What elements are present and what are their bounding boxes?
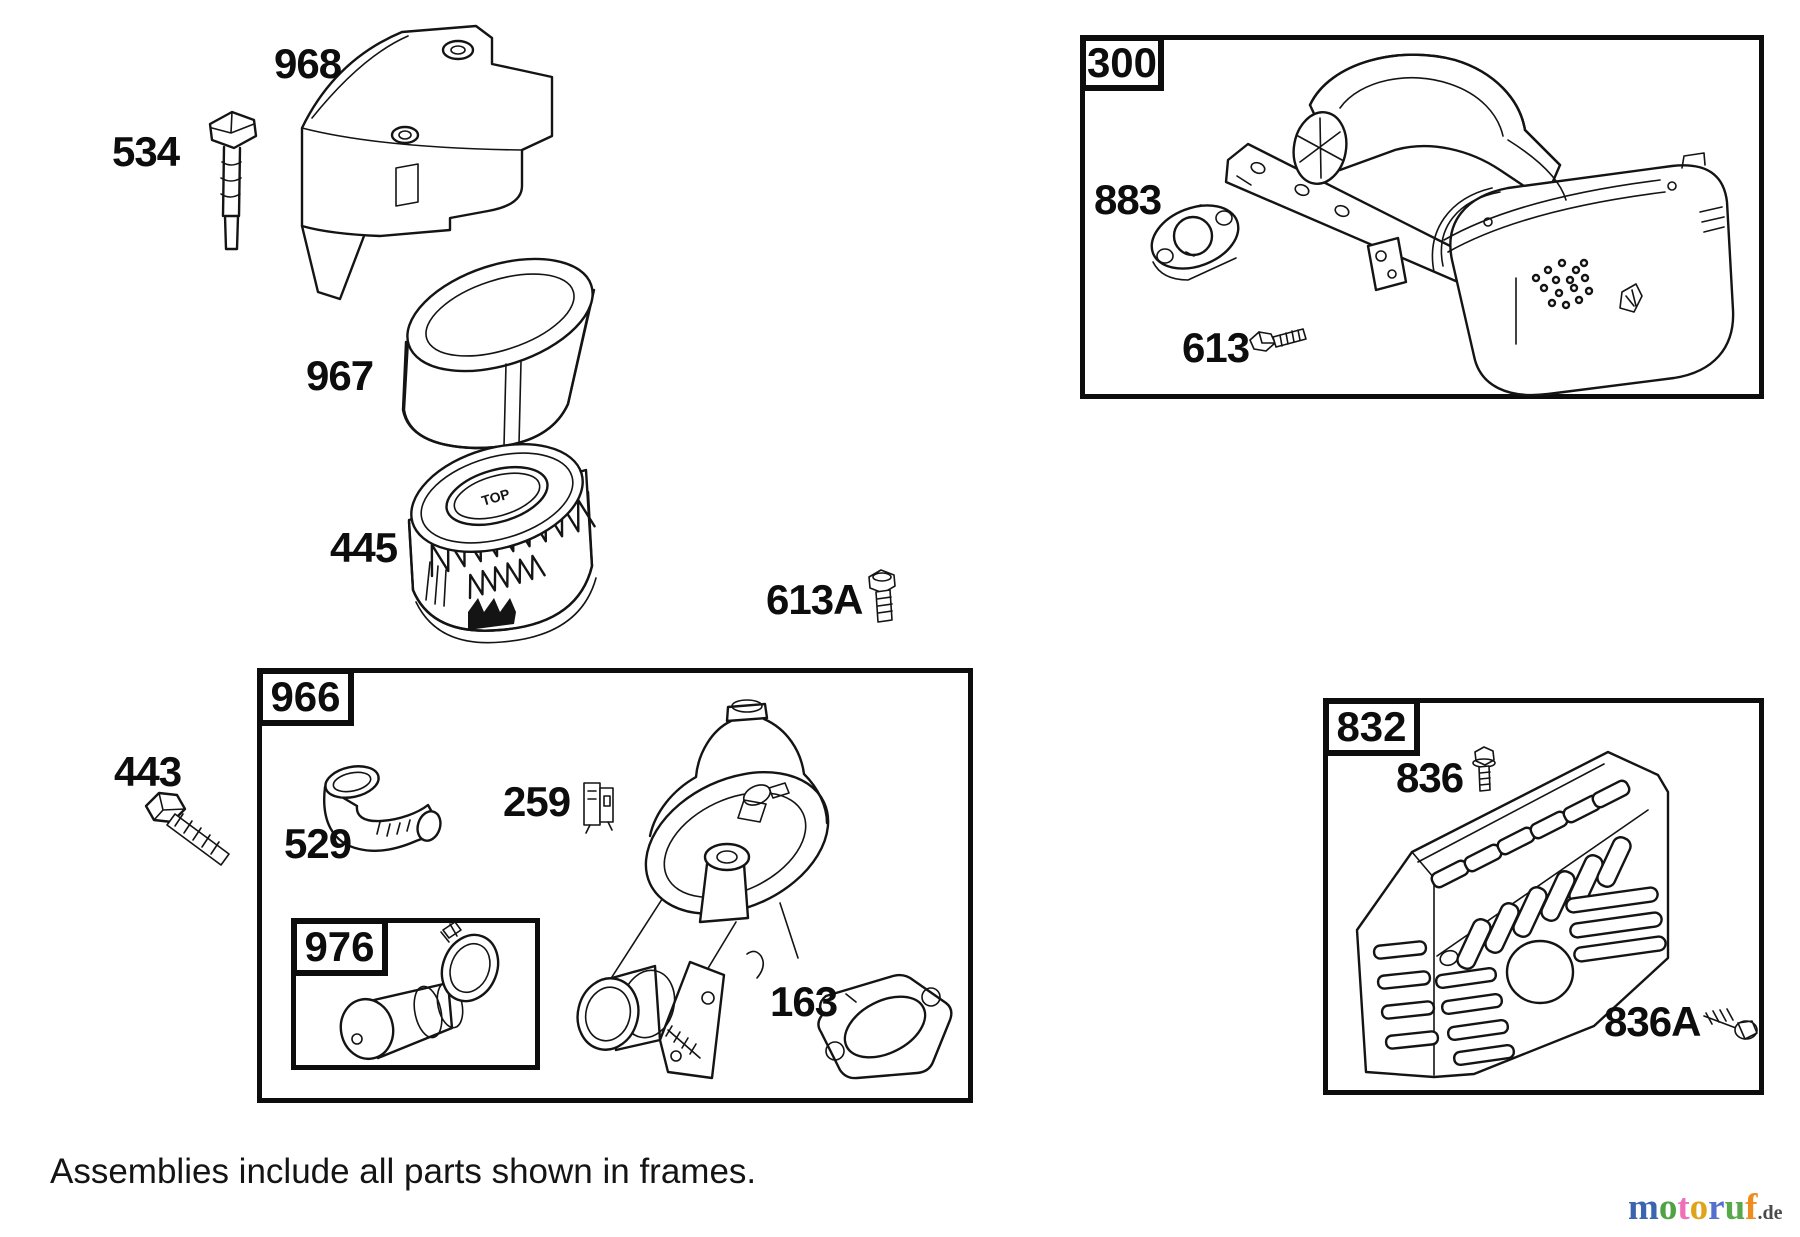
logo-letter: u — [1724, 1187, 1746, 1228]
assemblies-caption: Assemblies include all parts shown in fr… — [50, 1152, 757, 1191]
part-label-529: 529 — [284, 820, 352, 867]
frame-number: 300 — [1086, 39, 1158, 86]
foam-precleaner-drawing — [401, 257, 596, 450]
part-label-967: 967 — [306, 352, 374, 399]
part-label-259: 259 — [503, 778, 571, 825]
carburetor-assembly-drawing — [576, 699, 830, 1080]
frame-966 — [257, 668, 973, 1103]
gasket-163-drawing — [817, 973, 953, 1080]
part-label-836A: 836A — [1604, 998, 1701, 1045]
frame-label-832: 832 — [1323, 698, 1420, 756]
clip-259-drawing — [583, 782, 614, 834]
logo-letter: m — [1628, 1187, 1659, 1228]
muffler-guard-drawing — [1355, 750, 1670, 1079]
part-label-443: 443 — [114, 748, 182, 795]
part-label-163: 163 — [770, 978, 838, 1025]
frame-label-300: 300 — [1080, 35, 1164, 91]
frame-number: 832 — [1336, 703, 1407, 750]
logo-letter: r — [1708, 1187, 1725, 1228]
part-label-613: 613 — [1182, 324, 1250, 371]
bolt-443-drawing — [144, 791, 230, 866]
frame-label-966: 966 — [257, 668, 354, 726]
air-filter-cartridge-drawing: TOP — [407, 442, 597, 644]
part-label-534: 534 — [112, 128, 180, 175]
air-cleaner-cover-drawing — [300, 24, 554, 301]
logo-wordmark: motoruf — [1628, 1187, 1758, 1228]
frame-832 — [1323, 698, 1764, 1095]
frame-number: 976 — [304, 923, 375, 970]
logo-letter: o — [1658, 1187, 1678, 1228]
breather-elbow-drawing — [323, 765, 442, 853]
frame-976 — [291, 918, 540, 1070]
gasket-883-drawing — [1150, 204, 1240, 281]
primer-bulb-drawing — [339, 921, 500, 1061]
screw-613-drawing — [1249, 328, 1307, 352]
screw-836A-drawing — [1703, 1008, 1758, 1040]
part-label-836: 836 — [1396, 754, 1464, 801]
logo-letter: t — [1677, 1187, 1690, 1228]
muffler-assembly-drawing — [1224, 53, 1735, 397]
motoruf-logo: motoruf.de — [1628, 1186, 1783, 1229]
logo-domain-suffix: .de — [1757, 1202, 1783, 1224]
screw-613A-drawing — [868, 569, 896, 623]
logo-letter: o — [1689, 1187, 1709, 1228]
filter-top-marking: TOP — [480, 486, 512, 509]
logo-letter: f — [1745, 1187, 1758, 1228]
screw-836-drawing — [1472, 746, 1496, 792]
frame-label-976: 976 — [291, 918, 388, 976]
frame-300 — [1080, 35, 1764, 399]
part-label-445: 445 — [330, 524, 398, 571]
part-label-968: 968 — [274, 40, 342, 87]
part-label-883: 883 — [1094, 176, 1162, 223]
frame-number: 966 — [270, 673, 341, 720]
part-label-613A: 613A — [766, 576, 863, 623]
dipstick-cap-drawing — [208, 110, 258, 251]
